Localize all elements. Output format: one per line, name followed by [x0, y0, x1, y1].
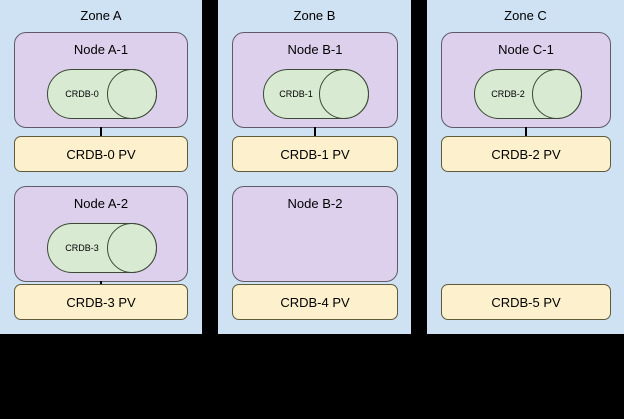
- node-b-2-title: Node B-2: [287, 196, 343, 211]
- pv-crdb-5[interactable]: CRDB-5 PV: [441, 284, 611, 320]
- pod-crdb-3[interactable]: CRDB-3: [47, 223, 157, 273]
- pod-crdb-3-label: CRDB-3: [65, 243, 99, 253]
- pod-crdb-1-label: CRDB-1: [279, 89, 313, 99]
- connector-crdb-0: [100, 127, 102, 137]
- node-b-2[interactable]: Node B-2: [232, 186, 398, 282]
- pod-crdb-0[interactable]: CRDB-0: [47, 69, 157, 119]
- connector-crdb-1: [314, 127, 316, 137]
- node-a-1[interactable]: Node A-1 CRDB-0: [14, 32, 188, 128]
- node-a-1-title: Node A-1: [73, 42, 129, 57]
- pv-crdb-2[interactable]: CRDB-2 PV: [441, 136, 611, 172]
- cylinder-cap-icon: [532, 69, 582, 119]
- pv-crdb-3[interactable]: CRDB-3 PV: [14, 284, 188, 320]
- node-b-1[interactable]: Node B-1 CRDB-1: [232, 32, 398, 128]
- pv-crdb-1[interactable]: CRDB-1 PV: [232, 136, 398, 172]
- pv-crdb-4[interactable]: CRDB-4 PV: [232, 284, 398, 320]
- cylinder-cap-icon: [107, 223, 157, 273]
- zone-a-title: Zone A: [80, 8, 122, 23]
- node-c-1-title: Node C-1: [498, 42, 554, 57]
- pod-crdb-0-label: CRDB-0: [65, 89, 99, 99]
- zone-c[interactable]: Zone C Node C-1 CRDB-2 CRDB-2 PV CRDB-5 …: [427, 0, 624, 334]
- pod-crdb-1[interactable]: CRDB-1: [263, 69, 369, 119]
- zone-b-title: Zone B: [293, 8, 336, 23]
- cylinder-cap-icon: [319, 69, 369, 119]
- node-a-2-title: Node A-2: [73, 196, 129, 211]
- node-b-1-title: Node B-1: [287, 42, 343, 57]
- node-a-2[interactable]: Node A-2 CRDB-3: [14, 186, 188, 282]
- connector-crdb-2: [525, 127, 527, 137]
- cylinder-cap-icon: [107, 69, 157, 119]
- zone-c-title: Zone C: [504, 8, 547, 23]
- pv-crdb-0[interactable]: CRDB-0 PV: [14, 136, 188, 172]
- zone-a[interactable]: Zone A Node A-1 CRDB-0 CRDB-0 PV Node A-…: [0, 0, 202, 334]
- pod-crdb-2[interactable]: CRDB-2: [474, 69, 582, 119]
- pod-crdb-2-label: CRDB-2: [491, 89, 525, 99]
- node-c-1[interactable]: Node C-1 CRDB-2: [441, 32, 611, 128]
- zone-b[interactable]: Zone B Node B-1 CRDB-1 CRDB-1 PV Node B-…: [218, 0, 411, 334]
